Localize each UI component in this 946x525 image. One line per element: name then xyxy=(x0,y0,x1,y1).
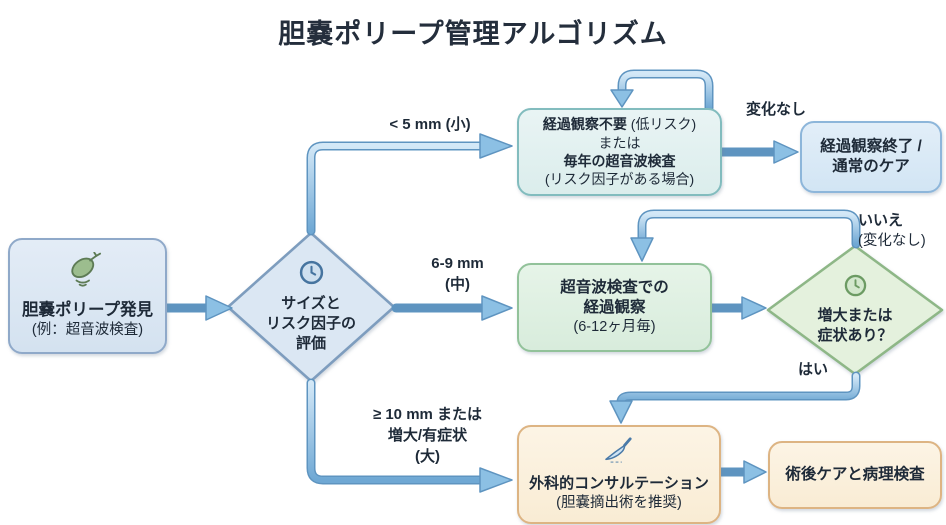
node-low-risk: 経過観察不要 (低リスク) または 毎年の超音波検査 (リスク因子がある場合) xyxy=(517,108,722,196)
edge-large-arrow xyxy=(306,378,513,493)
low-line3: 毎年の超音波検査 xyxy=(563,153,676,169)
assess-line1: サイズと xyxy=(281,295,341,313)
edge-growth-yes-arrow xyxy=(609,371,861,424)
start-subtitle: (例：超音波検査) xyxy=(31,322,144,339)
edge-growth-no-loop-arrow xyxy=(630,209,861,262)
growth-line1: 増大または xyxy=(817,307,893,325)
start-title: 胆嚢ポリープ発見 xyxy=(21,300,153,319)
edge-small-arrow xyxy=(306,133,513,236)
edge-start-assess-arrow xyxy=(159,295,233,321)
edge-label-small: < 5 mm (小) xyxy=(389,116,471,133)
edge-surgery-postop-arrow xyxy=(714,460,767,484)
follow-line2: 経過観察 xyxy=(583,299,646,317)
edge-label-large: ≥ 10 mm または 増大/有症状 (大) xyxy=(372,406,483,465)
assess-line3: 評価 xyxy=(295,334,326,352)
edge-medium-arrow xyxy=(391,295,513,321)
edge-label-yes: はい xyxy=(797,361,828,378)
edge-label-no: いいえ (変化なし) xyxy=(858,212,926,249)
node-start: 胆嚢ポリープ発見 (例：超音波検査) xyxy=(8,238,167,354)
node-growth: 増大または 症状あり？ xyxy=(780,258,930,362)
clock-icon xyxy=(844,274,867,303)
discharge-line1: 経過観察終了 / xyxy=(820,137,922,155)
discharge-line2: 通常のケア xyxy=(832,158,910,175)
low-line1-note: (低リスク) xyxy=(630,116,697,133)
follow-line1: 超音波検査での xyxy=(560,278,669,296)
surgery-line2: (胆嚢摘出術を推奨) xyxy=(556,494,682,511)
edge-low-selfloop-arrow xyxy=(610,69,714,113)
low-line1-bold: 経過観察不要 xyxy=(542,116,627,133)
postop-line1: 術後ケアと病理検査 xyxy=(785,465,925,483)
low-line2: または xyxy=(598,134,641,151)
edge-follow-growth-arrow xyxy=(705,296,767,320)
follow-line3: (6-12ヶ月毎) xyxy=(573,319,656,336)
node-follow-up: 超音波検査での 経過観察 (6-12ヶ月毎) xyxy=(517,263,712,352)
clock-icon xyxy=(299,260,324,291)
node-assess: サイズと リスク因子の 評価 xyxy=(246,246,376,368)
node-surgery: 外科的コンサルテーション (胆嚢摘出術を推奨) xyxy=(517,425,721,524)
edge-low-discharge-arrow xyxy=(715,140,799,164)
gallbladder-ultrasound-icon xyxy=(67,251,109,297)
assess-line2: リスク因子の xyxy=(265,315,356,332)
scalpel-icon xyxy=(601,436,637,471)
surgery-line1: 外科的コンサルテーション xyxy=(529,475,709,493)
low-line4: (リスク因子がある場合) xyxy=(544,171,695,188)
growth-line2: 症状あり？ xyxy=(817,326,893,344)
edge-label-medium: 6-9 mm (中) xyxy=(431,255,484,293)
node-discharge: 経過観察終了 / 通常のケア xyxy=(800,121,942,193)
page-title: 胆嚢ポリープ管理アルゴリズム xyxy=(278,19,668,49)
edge-label-no-change: 変化なし xyxy=(745,101,806,118)
node-postop: 術後ケアと病理検査 xyxy=(768,441,942,509)
